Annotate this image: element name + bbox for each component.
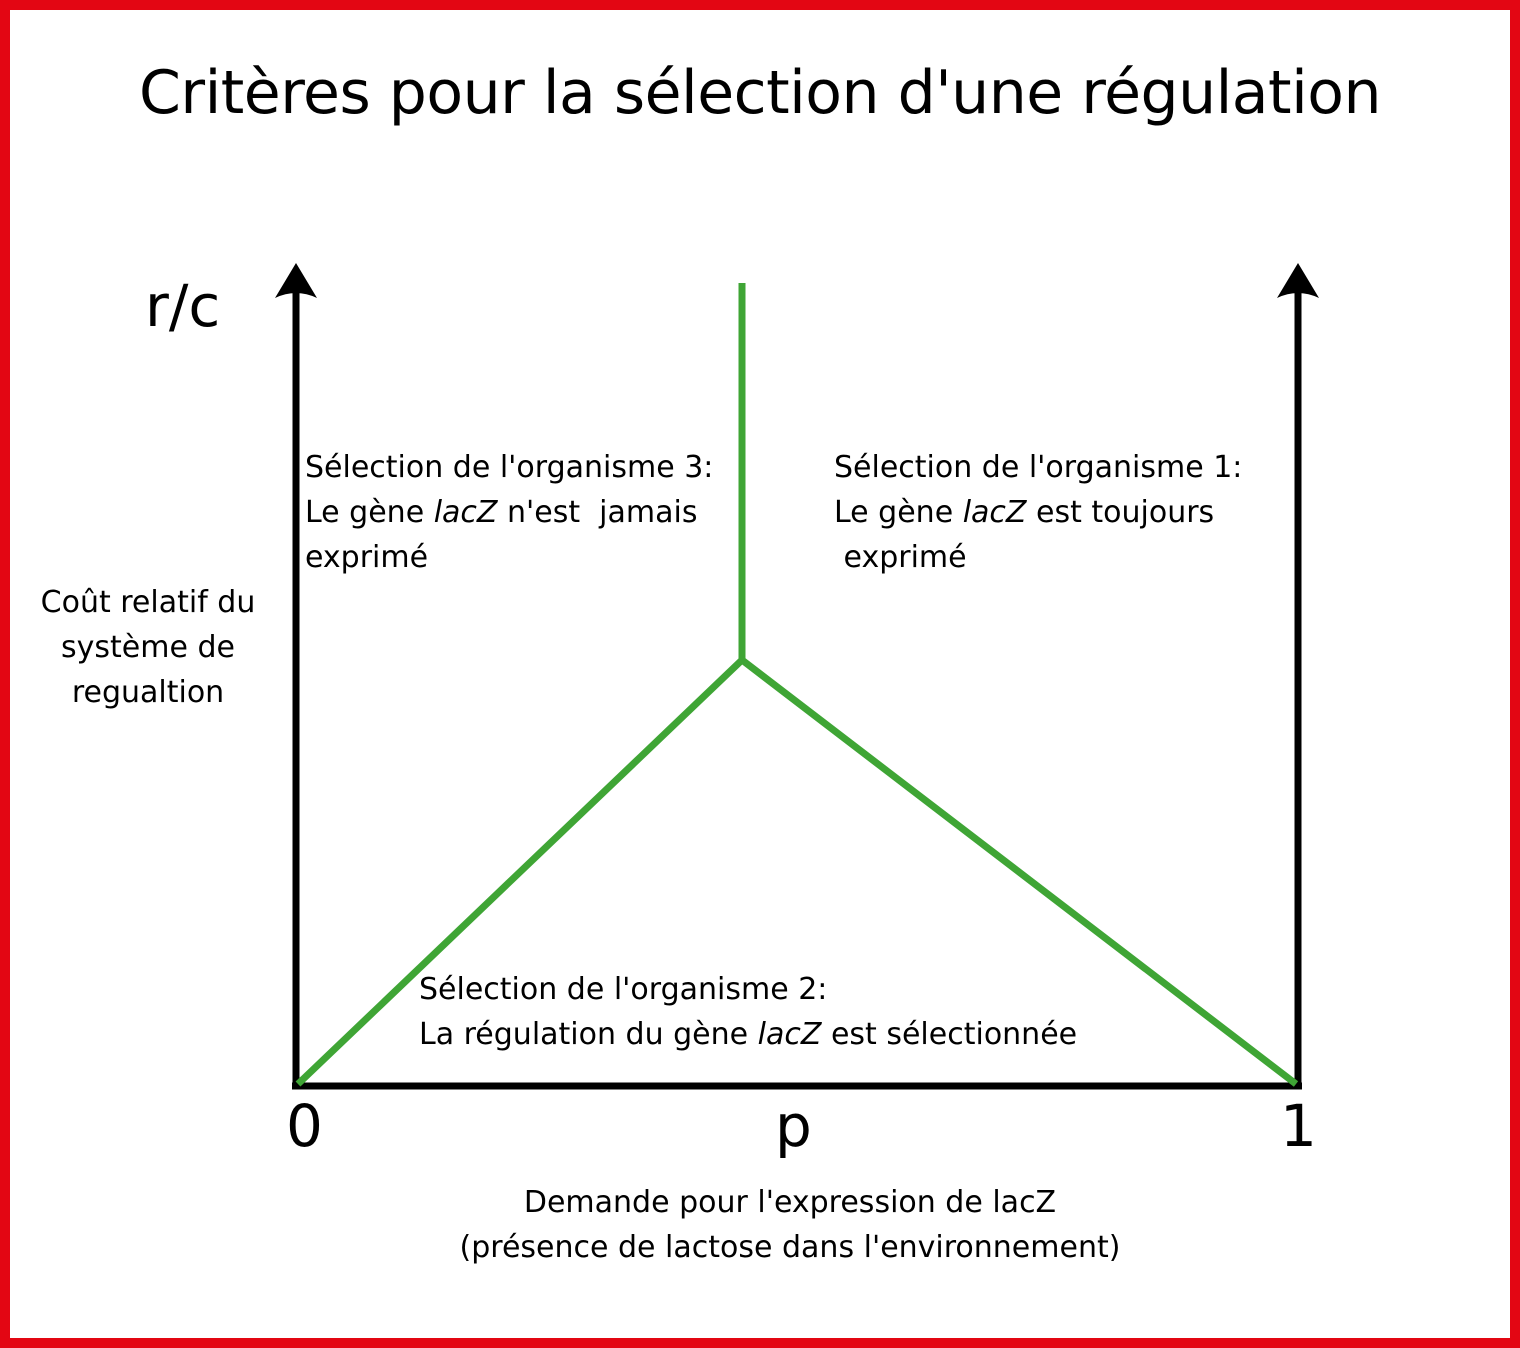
gene-name: lacZ (433, 495, 498, 530)
region-title: Sélection de l'organisme 1: (834, 450, 1243, 485)
region-text-pre: Le gène (834, 495, 963, 530)
y-axis-label: Coût relatif du système de regualtion (40, 585, 256, 710)
region-text-pre: La régulation du gène (419, 1017, 758, 1052)
region-text-post: est toujours (1026, 495, 1215, 530)
region-text-end: exprimé (305, 540, 429, 575)
axes (292, 290, 1302, 1090)
region-organism-2: Sélection de l'organisme 2: La régulatio… (419, 967, 1077, 1057)
arrow-up-icon (275, 263, 317, 298)
x-tick-p: p (775, 1092, 812, 1160)
y-axis-symbol: r/c (145, 272, 221, 340)
region-text-end: exprimé (834, 540, 967, 575)
gene-name: lacZ (757, 1017, 822, 1052)
x-tick-1: 1 (1280, 1092, 1317, 1160)
region-title: Sélection de l'organisme 2: (419, 972, 828, 1007)
region-text-post: est sélectionnée (821, 1017, 1078, 1052)
region-organism-3: Sélection de l'organisme 3: Le gène lacZ… (305, 445, 713, 580)
diagram-title: Critères pour la sélection d'une régulat… (139, 58, 1381, 128)
region-organism-1: Sélection de l'organisme 1: Le gène lacZ… (834, 445, 1242, 580)
arrow-up-icon (1277, 263, 1319, 298)
region-text-post: n'est jamais (497, 495, 698, 530)
x-tick-0: 0 (286, 1092, 323, 1160)
region-title: Sélection de l'organisme 3: (305, 450, 714, 485)
x-axis-label-line1: Demande pour l'expression de lacZ (523, 1185, 1057, 1220)
x-axis-label-line2: (présence de lactose dans l'environnemen… (459, 1230, 1121, 1265)
gene-name: lacZ (962, 495, 1027, 530)
region-text-pre: Le gène (305, 495, 434, 530)
x-axis-label: Demande pour l'expression de lacZ (prése… (0, 1180, 1520, 1270)
selection-boundaries (295, 283, 1299, 1087)
